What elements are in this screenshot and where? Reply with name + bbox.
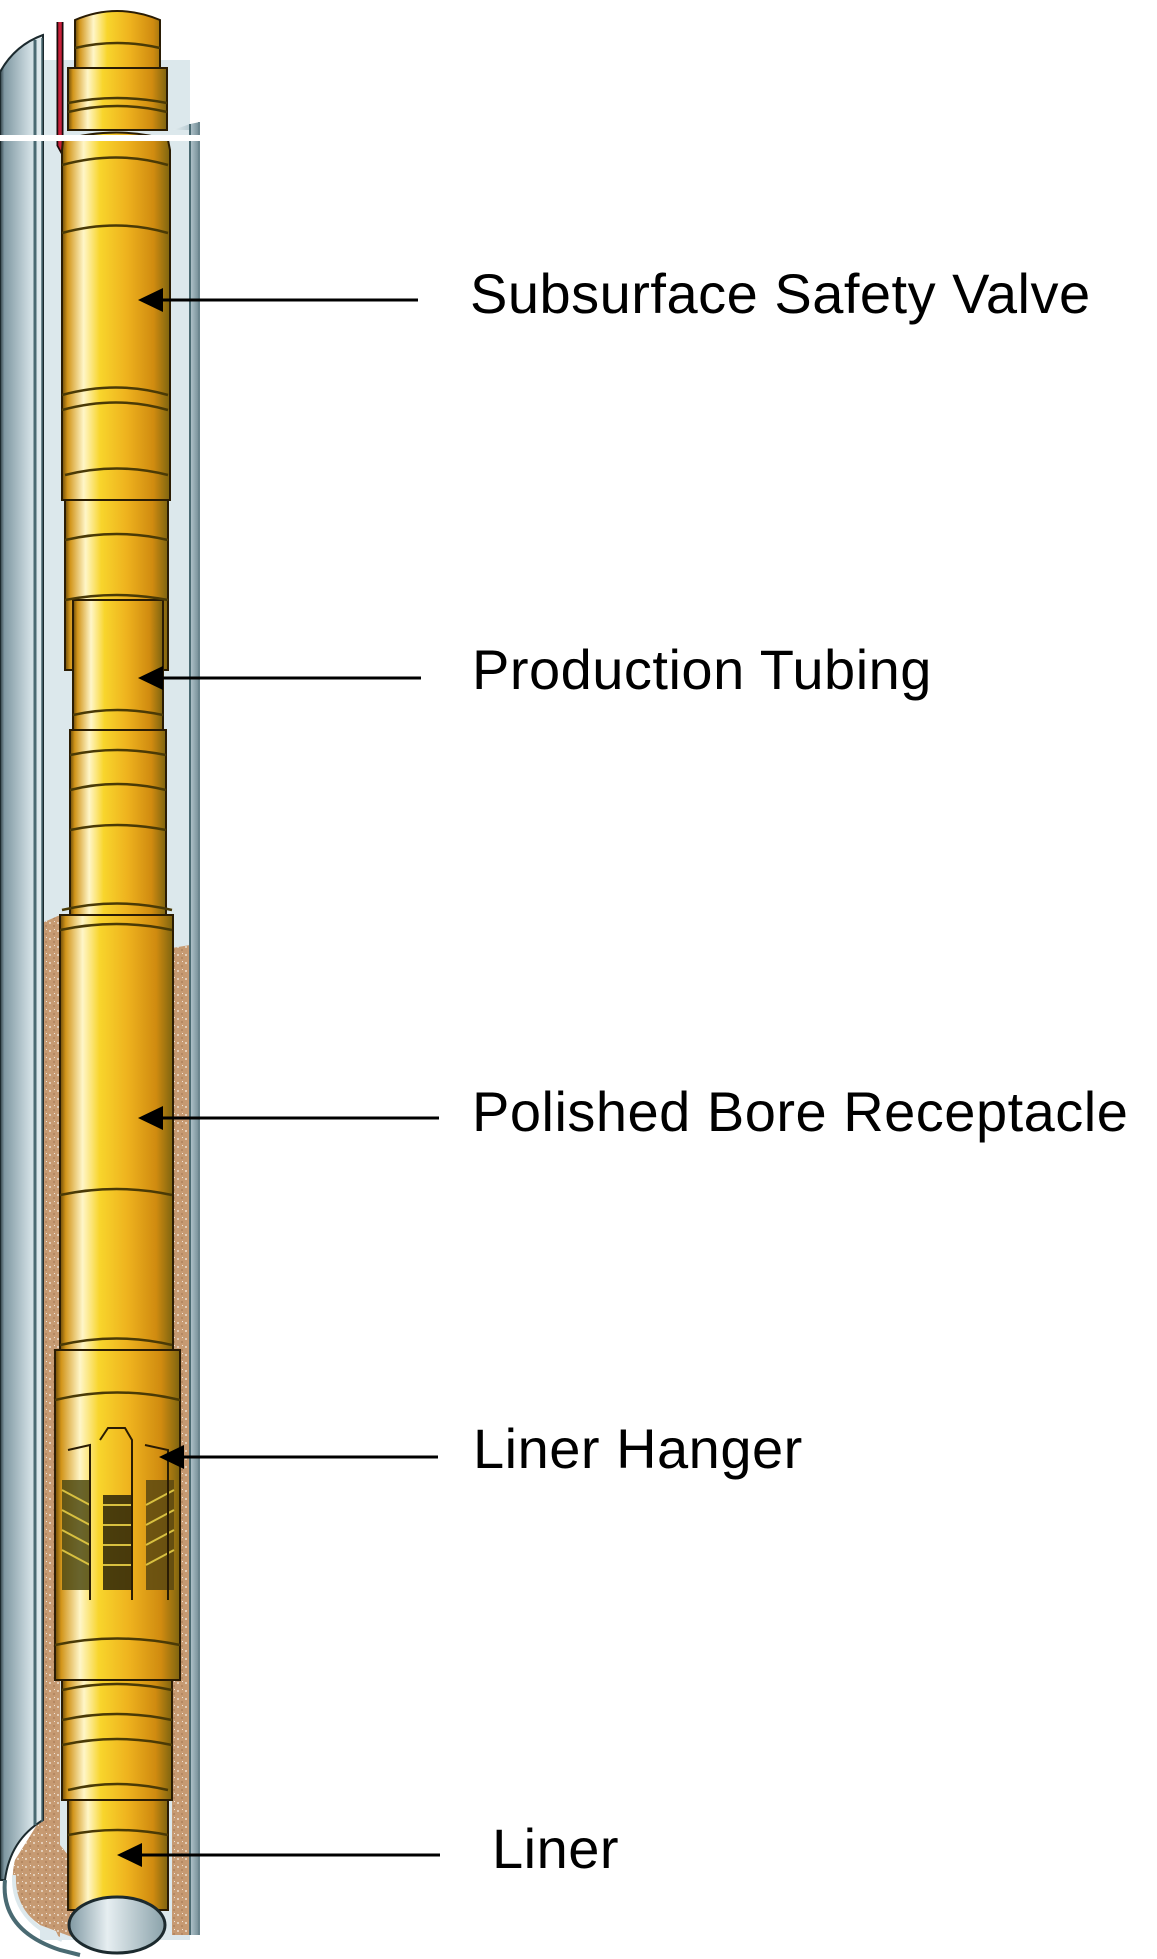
liner-bore-opening xyxy=(67,1895,167,1955)
leader-tubing xyxy=(138,666,421,690)
leader-liner xyxy=(117,1843,440,1867)
sand-fill-left xyxy=(42,915,60,1940)
label-liner: Liner xyxy=(492,1817,620,1880)
coupling-rings xyxy=(54,41,181,1837)
leader-pbr xyxy=(138,1106,439,1130)
label-subsurface-safety-valve: Subsurface Safety Valve xyxy=(470,262,1091,325)
leader-ssv xyxy=(138,288,418,312)
label-production-tubing: Production Tubing xyxy=(472,638,932,701)
leader-lines xyxy=(117,288,440,1867)
casing-wall-right xyxy=(173,122,200,1935)
casing-wall-left xyxy=(0,33,44,1881)
leader-hanger xyxy=(159,1445,438,1469)
liner-hanger-slips xyxy=(61,1427,175,1600)
label-polished-bore-receptacle: Polished Bore Receptacle xyxy=(472,1080,1129,1143)
sand-fill-bottom xyxy=(12,1820,80,1940)
label-liner-hanger: Liner Hanger xyxy=(473,1417,803,1480)
section-break xyxy=(0,135,200,141)
